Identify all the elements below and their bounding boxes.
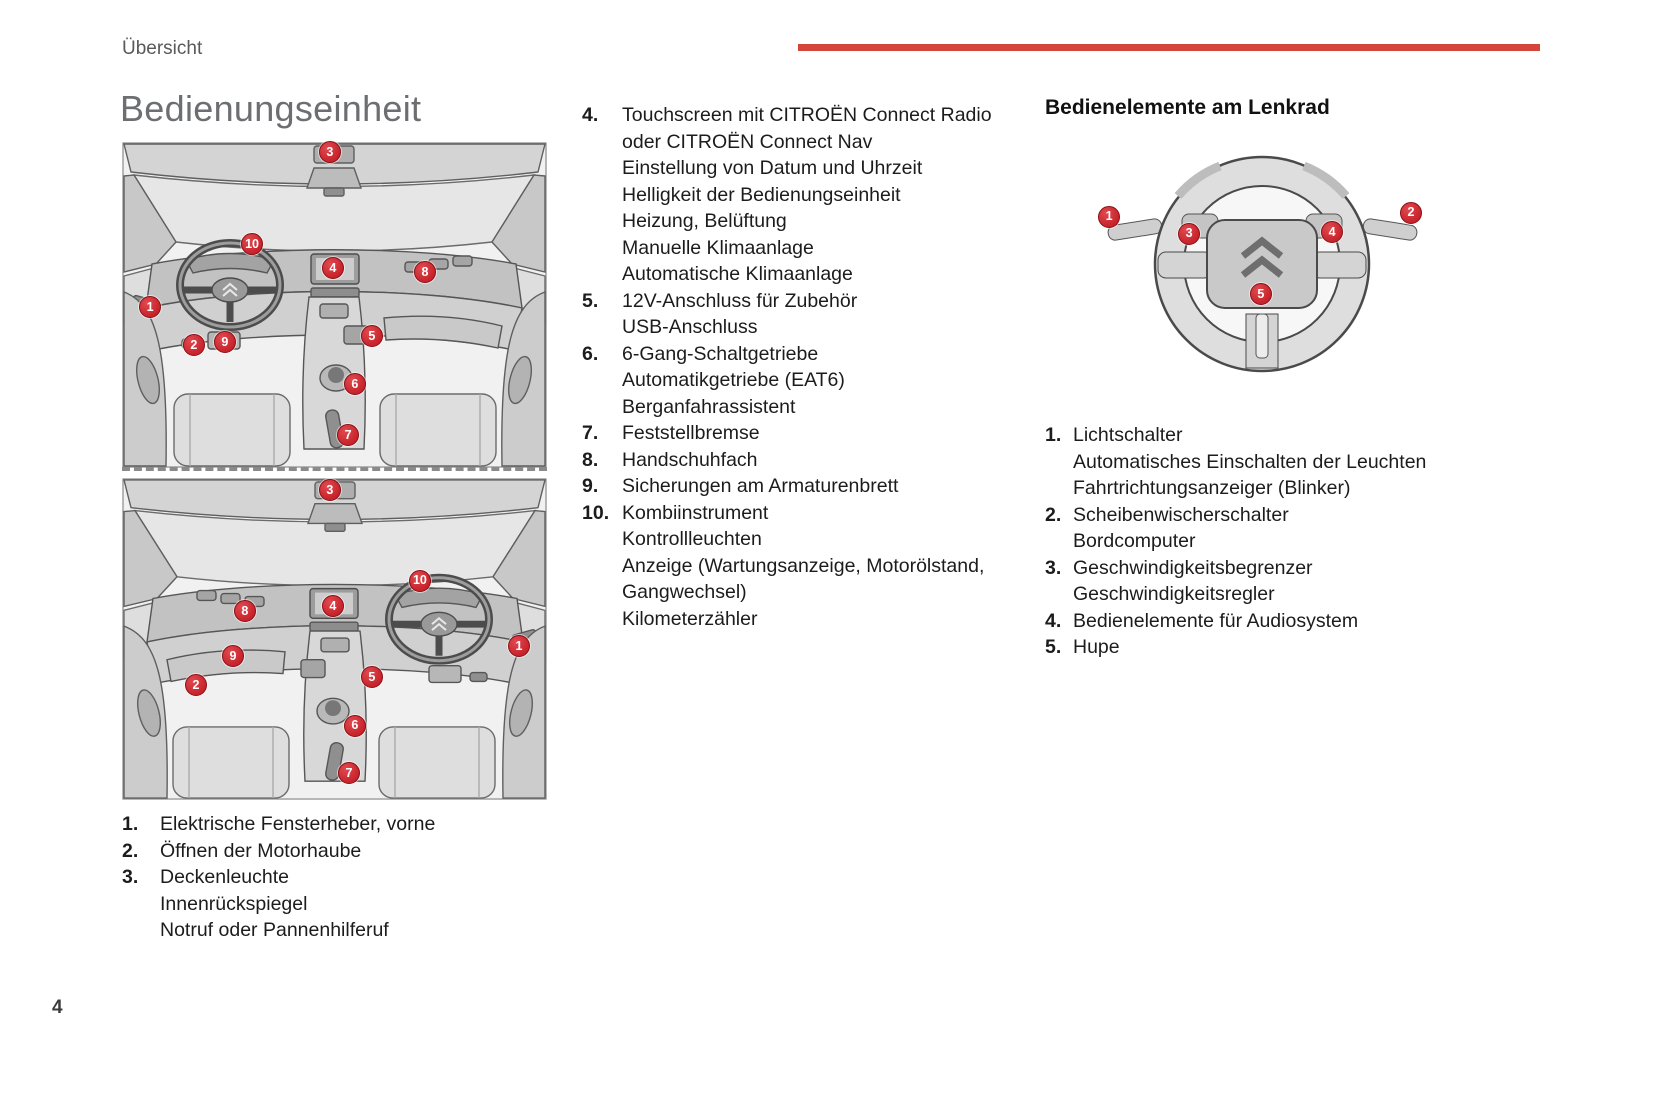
list-item-number: 3. xyxy=(1045,556,1062,579)
dashed-separator xyxy=(122,467,547,471)
callout-marker-6: 6 xyxy=(343,372,366,395)
callout-marker-4: 4 xyxy=(1321,220,1344,243)
callout-marker-3: 3 xyxy=(318,479,341,502)
page-number: 4 xyxy=(52,997,63,1018)
list-item-number: 3. xyxy=(122,866,139,888)
list-item: 9. Sicherungen am Armaturenbrett xyxy=(582,473,1022,500)
callout-marker-2: 2 xyxy=(182,334,205,357)
callout-marker-7: 7 xyxy=(337,424,360,447)
callout-marker-4: 4 xyxy=(321,257,344,280)
front-equipment-list: 1. Elektrische Fensterheber, vorne 2. Öffne… xyxy=(122,811,562,944)
callout-marker-1: 1 xyxy=(507,635,530,658)
callout-marker-2: 2 xyxy=(184,674,207,697)
steering-wheel-illustration: 1 2 3 4 5 xyxy=(1098,138,1425,400)
callout-marker-9: 9 xyxy=(213,330,236,353)
list-item-number: 5. xyxy=(1045,636,1062,658)
list-item: 5. Hupe xyxy=(1045,634,1545,661)
list-item-text: Hupe xyxy=(1073,636,1120,658)
list-item-text: Handschuhfach xyxy=(622,448,758,471)
header-rule xyxy=(798,44,1540,51)
list-item-number: 6. xyxy=(582,342,599,365)
callout-marker-3: 3 xyxy=(1178,222,1201,245)
list-item-number: 2. xyxy=(122,839,139,862)
list-item: 4. Bedienelemente für Audiosystem xyxy=(1045,608,1545,635)
list-item-number: 10. xyxy=(582,501,610,524)
list-item: 8. Handschuhfach xyxy=(582,447,1022,474)
callout-marker-8: 8 xyxy=(233,599,256,622)
steering-wheel-drawing xyxy=(1100,138,1425,400)
list-item-text: Öffnen der Motorhaube xyxy=(160,839,362,862)
list-item-text: Sicherungen am Armaturenbrett xyxy=(622,475,899,497)
callout-marker-4: 4 xyxy=(321,594,344,617)
callout-marker-5: 5 xyxy=(360,324,383,347)
callout-marker-6: 6 xyxy=(343,714,366,737)
callout-marker-10: 10 xyxy=(408,569,431,592)
list-item-number: 8. xyxy=(582,448,599,471)
callout-marker-9: 9 xyxy=(221,645,244,668)
list-item-number: 2. xyxy=(1045,503,1062,526)
list-item-number: 4. xyxy=(1045,609,1062,632)
list-item-number: 7. xyxy=(582,422,599,444)
callout-marker-5: 5 xyxy=(360,666,383,689)
section-header: Übersicht xyxy=(122,38,203,59)
list-item-text: Elektrische Fensterheber, vorne xyxy=(160,813,436,835)
callout-marker-7: 7 xyxy=(337,761,360,784)
car-interior-drawing-mirrored xyxy=(122,478,547,800)
list-item-number: 5. xyxy=(582,289,599,312)
list-item-number: 1. xyxy=(1045,424,1062,446)
list-item-number: 4. xyxy=(582,104,599,126)
callout-marker-2: 2 xyxy=(1400,201,1423,224)
list-item: 2. Öffnen der Motorhaube xyxy=(122,838,562,865)
callout-marker-8: 8 xyxy=(414,261,437,284)
car-interior-drawing xyxy=(122,142,547,468)
list-item: 7. Feststellbremse xyxy=(582,420,1022,447)
list-item-number: 9. xyxy=(582,475,599,497)
list-item-number: 1. xyxy=(122,813,139,835)
callout-marker-1: 1 xyxy=(139,295,162,318)
list-item-text: Feststellbremse xyxy=(622,422,760,444)
interior-illustration-rhd: 3 10 4 8 9 1 2 5 6 7 xyxy=(122,478,547,800)
callout-marker-1: 1 xyxy=(1098,205,1121,228)
callout-marker-10: 10 xyxy=(241,233,264,256)
list-item-text: Bedienelemente für Audiosystem xyxy=(1073,609,1359,632)
callout-marker-3: 3 xyxy=(318,141,341,164)
callout-marker-5: 5 xyxy=(1249,283,1272,306)
list-item: 1. Elektrische Fensterheber, vorne xyxy=(122,811,562,838)
steering-section-heading: Bedienelemente am Lenkrad xyxy=(1045,96,1330,119)
page-title: Bedienungseinheit xyxy=(120,88,422,129)
